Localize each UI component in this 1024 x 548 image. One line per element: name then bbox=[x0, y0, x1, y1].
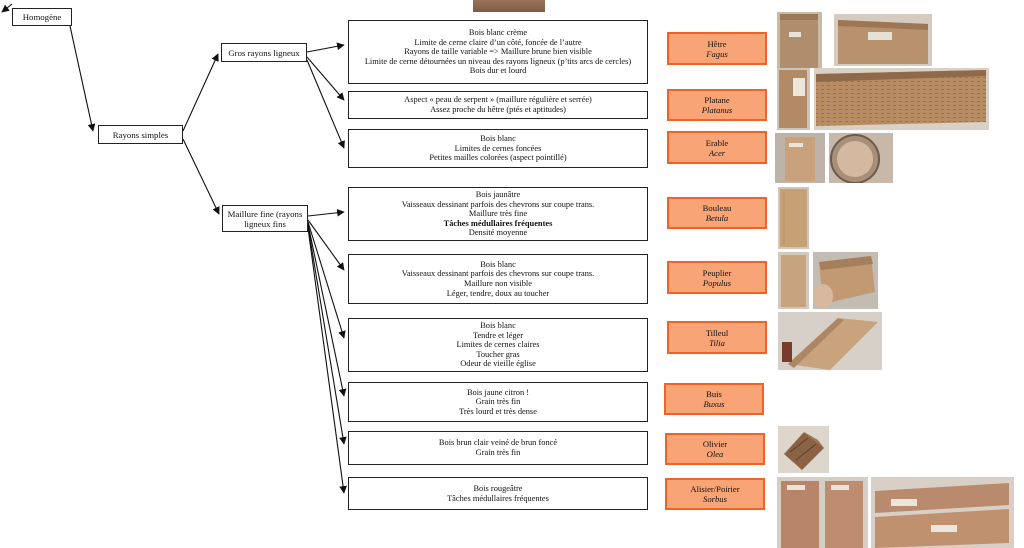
description-line: Bois blanc bbox=[480, 134, 516, 144]
description-line: Tendre et léger bbox=[472, 330, 524, 340]
description-line: Petites mailles colorées (aspect pointil… bbox=[429, 153, 567, 163]
wood-photo-hetre-2 bbox=[834, 14, 932, 66]
species-common-name: Peuplier bbox=[702, 267, 732, 278]
description-box-alisier: Bois rougeâtre Tâches médullaires fréque… bbox=[348, 477, 648, 510]
description-line: Grain très fin bbox=[475, 448, 521, 457]
wood-photo-platane-1 bbox=[777, 68, 810, 130]
species-common-name: Buis bbox=[706, 389, 722, 399]
description-line: Limites de cernes claires bbox=[456, 340, 540, 350]
description-line: Tâches médullaires fréquentes bbox=[447, 493, 549, 503]
species-latin-name: Betula bbox=[705, 213, 729, 223]
species-label-alisier-poirier: Alisier/Poirier Sorbus bbox=[665, 478, 765, 510]
description-line: Grain très fin bbox=[475, 397, 521, 407]
description-box-peuplier: Bois blanc Vaisseaux dessinant parfois d… bbox=[348, 254, 648, 304]
wood-photo-peuplier-1 bbox=[778, 252, 809, 309]
species-label-buis: Buis Buxus bbox=[664, 383, 764, 415]
description-line: Bois rougeâtre bbox=[473, 483, 523, 493]
description-line: Densité moyenne bbox=[468, 228, 528, 238]
description-line: Très lourd et très dense bbox=[459, 406, 537, 416]
description-line: Odeur de vieille église bbox=[460, 359, 536, 369]
description-line: Toucher gras bbox=[476, 349, 520, 359]
species-latin-name: Sorbus bbox=[703, 494, 727, 504]
description-line: Vaisseaux dessinant parfois des chevrons… bbox=[401, 269, 595, 279]
species-label-tilleul: Tilleul Tilia bbox=[667, 321, 767, 354]
node-maillure-fine: Maillure fine (rayons ligneux fins bbox=[222, 205, 308, 232]
wood-photo-erable-1 bbox=[775, 133, 825, 183]
wood-photo-hetre-1 bbox=[777, 12, 822, 68]
description-box-platane: Aspect « peau de serpent » (maillure rég… bbox=[348, 91, 648, 119]
species-latin-name: Fagus bbox=[706, 48, 728, 59]
species-common-name: Bouleau bbox=[702, 203, 732, 213]
wood-photo-top-fragment bbox=[473, 0, 545, 12]
description-box-buis: Bois jaune citron ! Grain très fin Très … bbox=[348, 382, 648, 422]
species-label-bouleau: Bouleau Betula bbox=[667, 197, 767, 229]
description-line: Assez proche du hêtre (ptés et aptitudes… bbox=[430, 105, 566, 114]
description-line-emphasis: Tâches médullaires fréquentes bbox=[443, 218, 553, 228]
wood-photo-bouleau bbox=[778, 187, 809, 249]
description-line: Bois blanc bbox=[480, 259, 516, 269]
wood-photo-alisier-1 bbox=[777, 477, 868, 548]
description-line: Maillure très fine bbox=[468, 209, 528, 219]
description-line: Limites de cernes foncées bbox=[454, 143, 542, 153]
node-homogene: Homogène bbox=[12, 8, 72, 26]
node-rayons-simples: Rayons simples bbox=[98, 125, 183, 144]
species-latin-name: Buxus bbox=[703, 399, 725, 409]
wood-photo-olivier bbox=[778, 426, 829, 473]
wood-photo-erable-2 bbox=[829, 133, 893, 183]
description-line: Bois brun clair veiné de brun foncé bbox=[438, 438, 558, 448]
description-box-hetre: Bois blanc crème Limite de cerne claire … bbox=[348, 20, 648, 84]
description-line: Maillure non visible bbox=[464, 279, 532, 288]
species-latin-name: Olea bbox=[706, 449, 724, 459]
wood-photo-peuplier-2 bbox=[813, 252, 878, 309]
species-label-peuplier: Peuplier Populus bbox=[667, 261, 767, 294]
description-line: Léger, tendre, doux au toucher bbox=[446, 288, 550, 298]
species-latin-name: Platanus bbox=[701, 105, 733, 115]
species-latin-name: Tilia bbox=[709, 337, 725, 348]
species-common-name: Tilleul bbox=[705, 327, 729, 338]
wood-photo-alisier-2 bbox=[871, 477, 1014, 548]
description-box-bouleau: Bois jaunâtre Vaisseaux dessinant parfoi… bbox=[348, 187, 648, 241]
description-line: Vaisseaux dessinant parfois des chevrons… bbox=[401, 199, 595, 209]
description-line: Bois jaune citron ! bbox=[466, 387, 530, 397]
species-label-hetre: Hêtre Fagus bbox=[667, 32, 767, 65]
species-common-name: Olivier bbox=[702, 439, 728, 449]
description-line: Bois blanc crème bbox=[468, 28, 528, 38]
species-common-name: Erable bbox=[705, 137, 729, 148]
species-label-platane: Platane Platanus bbox=[667, 89, 767, 121]
species-latin-name: Acer bbox=[708, 147, 726, 158]
description-box-tilleul: Bois blanc Tendre et léger Limites de ce… bbox=[348, 318, 648, 372]
description-line: Aspect « peau de serpent » (maillure rég… bbox=[404, 95, 592, 105]
species-label-erable: Erable Acer bbox=[667, 131, 767, 164]
wood-photo-platane-2 bbox=[814, 68, 989, 130]
description-line: Rayons de taille variable => Maillure br… bbox=[404, 47, 592, 57]
wood-photo-tilleul bbox=[778, 312, 882, 370]
species-label-olivier: Olivier Olea bbox=[665, 433, 765, 465]
species-common-name: Hêtre bbox=[707, 38, 727, 49]
description-box-olivier: Bois brun clair veiné de brun foncé Grai… bbox=[348, 431, 648, 465]
description-box-erable: Bois blanc Limites de cernes foncées Pet… bbox=[348, 129, 648, 168]
species-common-name: Platane bbox=[704, 95, 730, 105]
node-gros-rayons-ligneux: Gros rayons ligneux bbox=[221, 43, 307, 62]
description-line: Bois jaunâtre bbox=[475, 190, 521, 200]
species-latin-name: Populus bbox=[702, 277, 732, 288]
description-line: Limite de cerne claire d’un côté, foncée… bbox=[414, 37, 582, 47]
description-line: Limite de cerne détournées un niveau des… bbox=[364, 56, 632, 66]
species-common-name: Alisier/Poirier bbox=[690, 484, 740, 494]
description-line: Bois blanc bbox=[480, 321, 516, 331]
description-line: Bois dur et lourd bbox=[469, 66, 527, 76]
